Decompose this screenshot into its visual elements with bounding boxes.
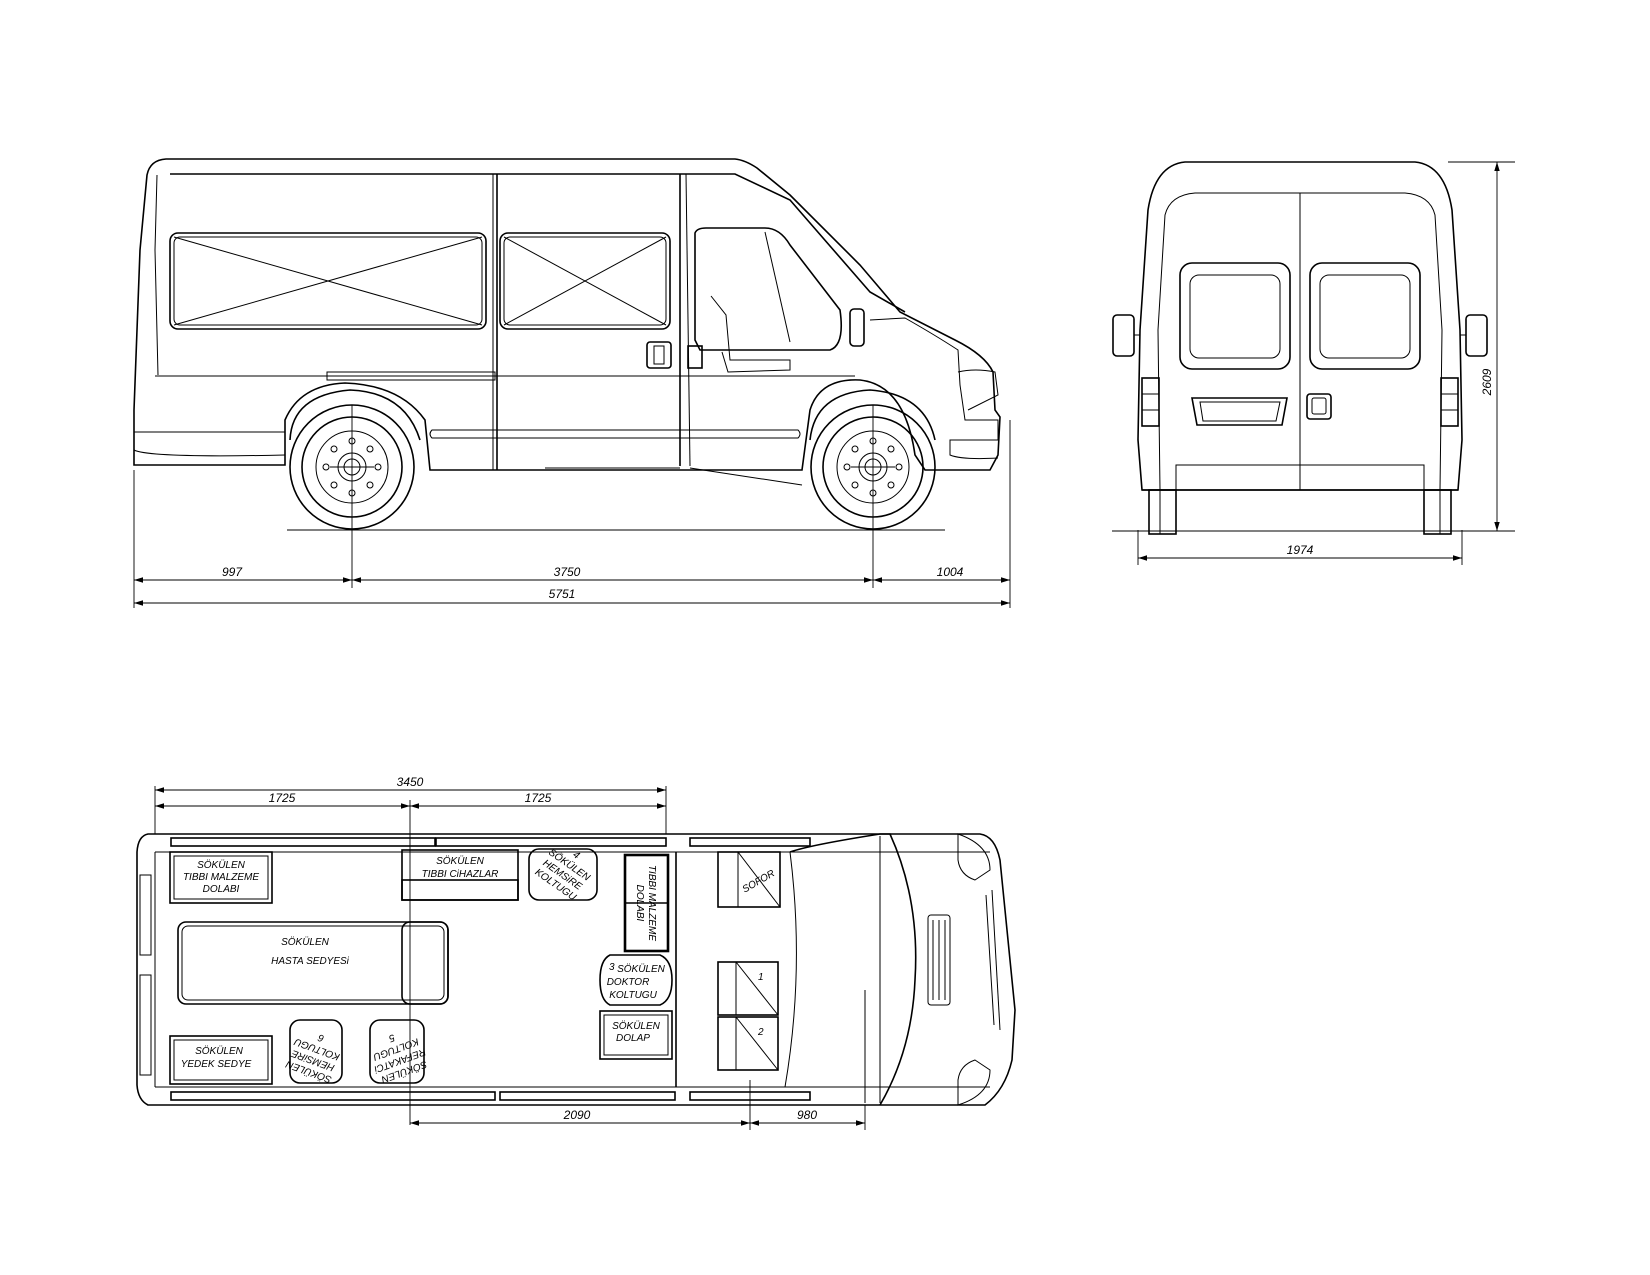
front-wheel-arch bbox=[809, 389, 936, 441]
tail-light-right bbox=[1440, 377, 1459, 427]
dim-height: 2609 bbox=[1480, 368, 1494, 396]
dim-cabin-length: 2090 bbox=[563, 1108, 591, 1122]
svg-text:TIBBI MALZEME: TIBBI MALZEME bbox=[646, 865, 657, 941]
rear-tyre-right bbox=[1423, 489, 1452, 535]
spare-stretcher: SÖKÜLEN YEDEK SEDYE bbox=[169, 1035, 273, 1085]
doctor-seat: 3 SÖKÜLEN DOKTOR KOLTUGU bbox=[599, 954, 673, 1006]
svg-text:SÖKÜLEN: SÖKÜLEN bbox=[197, 859, 246, 871]
dim-width: 1974 bbox=[1287, 543, 1314, 557]
svg-text:6: 6 bbox=[316, 1031, 325, 1043]
mirror-right bbox=[1465, 314, 1488, 357]
mirror-left bbox=[1112, 314, 1135, 357]
cab-window bbox=[694, 227, 843, 351]
svg-text:TIBBI MALZEME: TIBBI MALZEME bbox=[183, 872, 259, 883]
svg-text:DOLABI: DOLABI bbox=[634, 885, 645, 922]
svg-text:KOLTUGU: KOLTUGU bbox=[609, 990, 657, 1001]
svg-text:DOLABI: DOLABI bbox=[203, 884, 240, 895]
passenger-seat-1: 1 bbox=[717, 961, 779, 1016]
passenger-seat-2: 2 bbox=[717, 1016, 779, 1071]
dim-plan-half-right: 1725 bbox=[525, 791, 552, 805]
svg-text:5: 5 bbox=[387, 1031, 396, 1043]
side-rail bbox=[170, 837, 436, 847]
wardrobe: SÖKÜLEN DOLAP bbox=[599, 1010, 673, 1060]
driver-seat: SOFOR bbox=[717, 851, 781, 908]
svg-text:2: 2 bbox=[757, 1027, 764, 1038]
tail-light-left bbox=[1141, 377, 1160, 427]
grille bbox=[927, 914, 951, 1006]
dim-front-overhang: 997 bbox=[222, 565, 243, 579]
medical-devices: SÖKÜLEN TIBBI CiHAZLAR bbox=[401, 849, 519, 901]
svg-text:TIBBI CiHAZLAR: TIBBI CiHAZLAR bbox=[422, 869, 499, 880]
roof-line bbox=[170, 173, 906, 313]
side-view: 997 3750 1004 5751 bbox=[133, 158, 1011, 608]
plan-view: SÖKÜLEN TIBBI MALZEME DOLABI SÖKÜLEN TIB… bbox=[136, 775, 1016, 1130]
van-body-outline bbox=[133, 158, 1001, 471]
rear-edge bbox=[154, 174, 159, 376]
dim-wheelbase: 3750 bbox=[554, 565, 581, 579]
svg-text:DOKTOR: DOKTOR bbox=[607, 977, 650, 988]
dim-front-length: 980 bbox=[797, 1108, 817, 1122]
rear-view: 1974 2609 bbox=[1112, 161, 1515, 565]
svg-text:SÖKÜLEN: SÖKÜLEN bbox=[612, 1020, 661, 1032]
rear-body-outline bbox=[1137, 161, 1463, 491]
svg-text:SÖKÜLEN: SÖKÜLEN bbox=[436, 855, 485, 867]
rear-window-left bbox=[1179, 262, 1291, 370]
svg-text:SÖKÜLEN: SÖKÜLEN bbox=[617, 963, 666, 975]
svg-text:HASTA SEDYESi: HASTA SEDYESi bbox=[271, 956, 350, 967]
door-window bbox=[499, 232, 671, 330]
svg-text:YEDEK SEDYE: YEDEK SEDYE bbox=[181, 1059, 252, 1070]
plan-body-outline bbox=[136, 833, 1016, 1106]
vertical-medical-cabinet: TIBBI MALZEME DOLABI bbox=[623, 853, 670, 953]
svg-text:SOFOR: SOFOR bbox=[741, 868, 777, 895]
svg-text:3: 3 bbox=[609, 962, 615, 973]
companion-seat-5: SÖKÜLEN REFAKATCi KOLTUGU 5 bbox=[369, 1019, 429, 1086]
rear-side-window bbox=[169, 232, 487, 330]
nurse-seat-6: SÖKÜLEN HEMSiRE KOLTUGU 6 bbox=[284, 1019, 343, 1086]
svg-text:SÖKÜLEN: SÖKÜLEN bbox=[281, 936, 330, 948]
dim-rear-overhang: 1004 bbox=[937, 565, 964, 579]
svg-text:4: 4 bbox=[570, 849, 581, 861]
dim-plan-half-left: 1725 bbox=[269, 791, 296, 805]
medical-cabinet: SÖKÜLEN TIBBI MALZEME DOLABI bbox=[169, 851, 273, 904]
rear-handle bbox=[1191, 397, 1288, 426]
door-handle bbox=[646, 341, 672, 369]
dim-plan-total: 3450 bbox=[397, 775, 424, 789]
rear-window-right bbox=[1309, 262, 1421, 370]
rear-tyre-left bbox=[1148, 489, 1177, 535]
mirror bbox=[849, 308, 865, 347]
nurse-seat-4: 4 SÖKÜLEN HEMSiRE KOLTUGU bbox=[528, 846, 598, 904]
svg-text:DOLAP: DOLAP bbox=[616, 1033, 650, 1044]
rear-wheel-arch bbox=[289, 389, 421, 441]
stretcher: SÖKÜLEN HASTA SEDYESi bbox=[177, 921, 449, 1005]
front-bumper bbox=[869, 317, 999, 460]
svg-text:SÖKÜLEN: SÖKÜLEN bbox=[195, 1045, 244, 1057]
windshield bbox=[789, 833, 917, 1106]
dim-overall-length: 5751 bbox=[549, 587, 576, 601]
svg-text:1: 1 bbox=[758, 972, 764, 983]
